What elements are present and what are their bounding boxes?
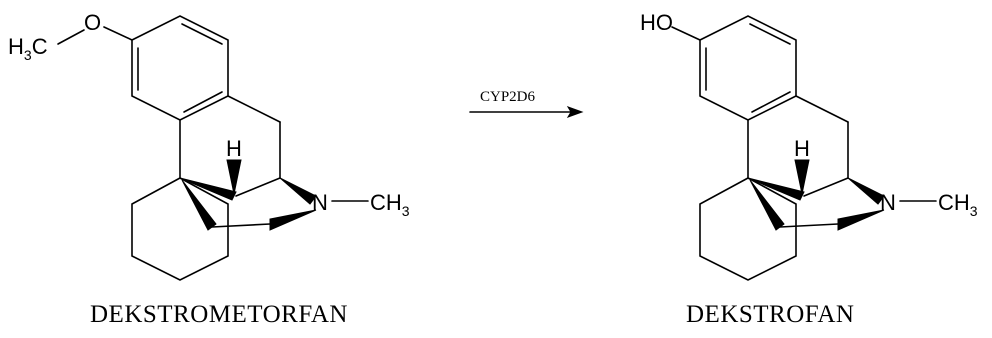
reactant-n-wedge: [269, 209, 317, 231]
product-nitrogen-label: N: [880, 190, 896, 215]
reactant-bridge-bond-2: [211, 223, 271, 228]
reactant-nitrogen-label: N: [312, 190, 328, 215]
reactant-bridge-h-label: H: [226, 136, 242, 161]
product-hydroxyl-label: HO: [640, 10, 673, 35]
product-benzylic-bond: [795, 95, 849, 123]
product-o-ring-bond: [671, 26, 701, 41]
reactant-methyl-o-bond: [57, 29, 85, 45]
enzyme-label: CYP2D6: [480, 89, 536, 105]
arrow-head: [566, 106, 584, 118]
product-bridge-h-label: H: [794, 136, 810, 161]
product-aromatic-ring: [699, 15, 797, 121]
reactant-ether-oxygen-label: O: [84, 10, 101, 35]
reactant-bridge-wedge-1: [179, 177, 237, 201]
reactant-h-wedge: [226, 159, 242, 195]
reactant-cyclohexane-ring: [131, 177, 229, 281]
reactant-name: DEKSTROMETORFAN: [90, 301, 348, 328]
reactant-o-ring-bond: [103, 26, 133, 41]
product-ch-n-wedge: [847, 177, 885, 205]
reactant-benzylic-bond: [227, 95, 281, 123]
product-methyl-label: CH3: [938, 190, 978, 219]
product-aromatic-double-1: [749, 23, 791, 45]
product-name: DEKSTROFAN: [686, 301, 854, 328]
reactant-bridge-bond-1: [235, 177, 281, 197]
reactant-aromatic-double-2: [183, 91, 223, 113]
product-bridge-wedge-1: [747, 177, 805, 201]
product-bridge-bond-1: [803, 177, 849, 197]
product-h-wedge: [794, 159, 810, 195]
reactant-ch-n-wedge: [279, 177, 317, 205]
reactant-aromatic-ring: [131, 15, 229, 121]
product-structure: HO H N CH3: [640, 10, 978, 281]
reactant-methyl-h-label: H3C: [8, 34, 48, 63]
reaction-arrow: CYP2D6: [469, 89, 584, 118]
product-n-wedge: [837, 209, 885, 231]
reactant-aromatic-double-1: [181, 23, 223, 45]
product-cyclohexane-ring: [699, 177, 797, 281]
reactant-methyl-label: CH3: [370, 190, 410, 219]
product-bridge-bond-2: [779, 223, 839, 228]
reactant-structure: H3C O H N CH3: [8, 10, 410, 281]
product-aromatic-double-2: [751, 91, 791, 113]
